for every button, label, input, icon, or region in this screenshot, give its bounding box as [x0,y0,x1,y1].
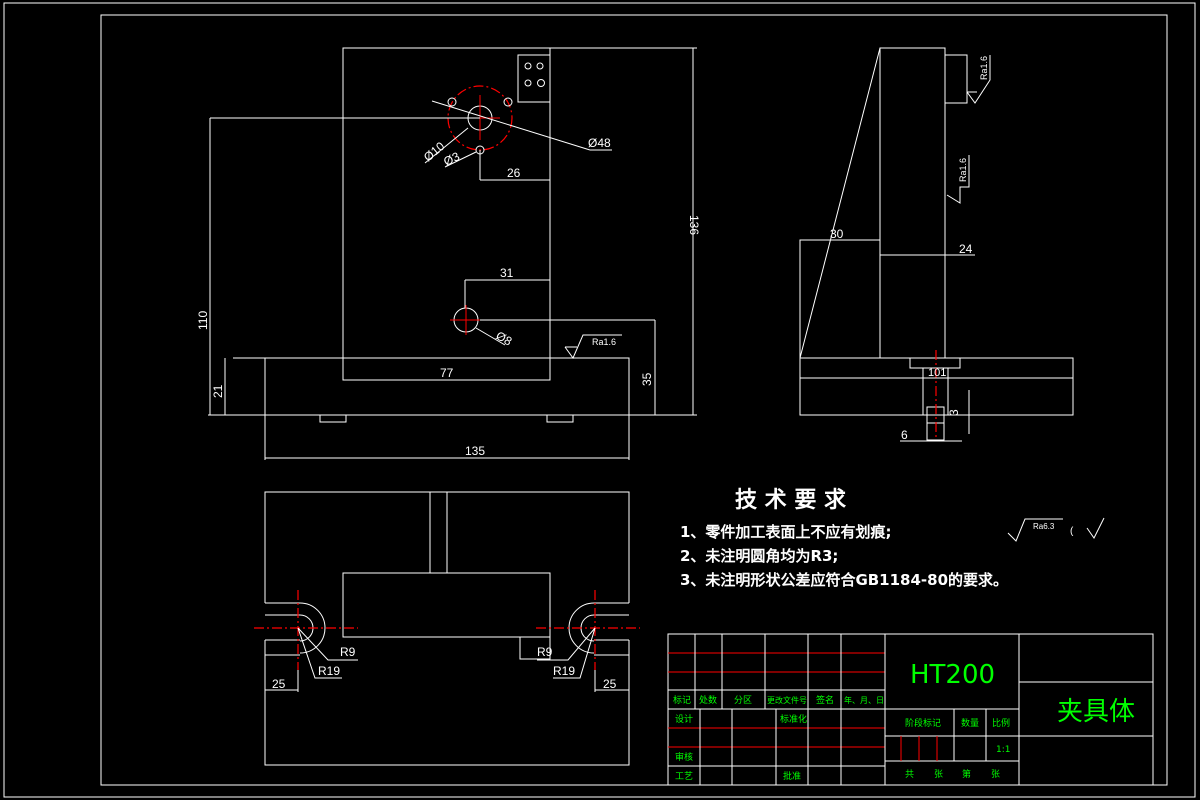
label-count: 处数 [699,694,717,706]
label-process: 工艺 [675,771,693,782]
dim-d31: 31 [500,266,514,280]
tech-req-title: 技 术 要 求 [735,488,846,513]
label-sheet-unit2: 张 [991,769,1000,780]
dim-top-r19-left: R19 [318,664,340,678]
roughness-side-mid: Ra1.6 [958,158,968,182]
label-signature: 签名 [816,694,834,706]
front-view [208,47,697,460]
label-sheet-total: 共 [905,769,914,780]
dim-d77: 77 [440,366,454,380]
dim-d3: Ø3 [441,149,462,169]
dim-side-24: 24 [959,242,973,256]
label-quantity: 数量 [961,717,979,729]
roughness-front: Ra1.6 [592,337,616,347]
label-sheet-unit1: 张 [934,769,943,780]
roughness-paren: ( [1070,526,1074,537]
label-change-doc: 更改文件号 [767,695,807,705]
top-view [254,491,640,766]
dim-top-r9-left: R9 [340,645,356,659]
dim-top-r19-right: R19 [553,664,575,678]
dim-d8: Ø8 [494,328,515,348]
label-stage-mark: 阶段标记 [905,717,941,729]
dim-side-30: 30 [830,227,844,241]
dim-d110: 110 [196,311,210,330]
scale-value: 1:1 [996,745,1010,755]
dim-d136: 136 [687,215,701,235]
roughness-symbol [1007,518,1063,542]
dim-side-101: 101 [928,367,946,379]
dim-d135: 135 [465,444,485,458]
dim-top-25-left: 25 [272,677,286,691]
outer-border [3,2,1196,798]
tech-req-item-1: 1、零件加工表面上不应有划痕; [680,523,891,541]
dim-d48: Ø48 [588,136,611,150]
label-standardization: 标准化 [780,713,807,725]
inner-frame [100,14,1168,786]
roughness-side-top: Ra1.6 [979,56,989,80]
dim-side-6: 6 [901,428,908,442]
label-mark: 标记 [673,694,691,706]
tech-req-item-3: 3、未注明形状公差应符合GB1184-80的要求。 [680,571,1008,589]
side-view [799,47,1074,442]
dim-d21: 21 [211,384,225,398]
label-review: 审核 [675,751,693,763]
tech-req-item-2: 2、未注明圆角均为R3; [680,547,838,565]
dim-d26: 26 [507,166,521,180]
check-roughness-icon [1086,517,1105,539]
title-block [667,633,1154,786]
label-scale: 比例 [992,717,1010,729]
label-zone: 分区 [734,695,752,706]
material: HT200 [910,660,995,690]
dim-top-25-right: 25 [603,677,617,691]
label-date: 年、月、日 [844,695,884,705]
dim-d35: 35 [640,372,654,386]
roughness-other: Ra6.3 [1033,522,1055,531]
part-name: 夹具体 [1057,697,1135,727]
label-sheet-no: 第 [962,768,971,780]
dim-side-3: 3 [947,409,961,416]
dim-top-r9-right: R9 [537,645,553,659]
label-design: 设计 [675,713,693,725]
label-approve: 批准 [783,770,801,782]
